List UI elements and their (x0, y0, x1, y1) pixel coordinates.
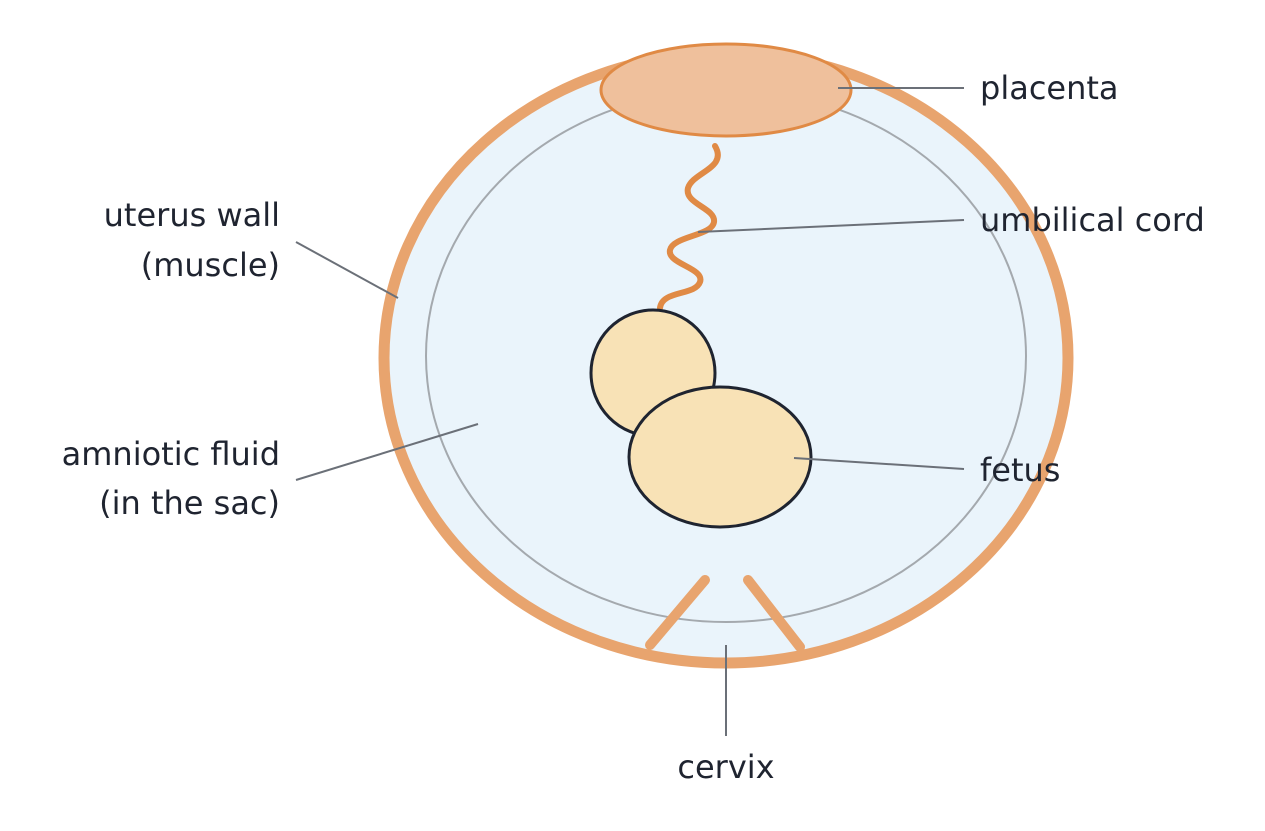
uterus-wall (378, 47, 1074, 669)
amniotic-fluid-label-line1: amniotic fluid (62, 435, 280, 473)
umbilical-cord (657, 143, 721, 311)
amniotic-fluid-leader (295, 423, 479, 481)
umbilical-cord-label: umbilical cord (980, 201, 1205, 239)
placenta-label: placenta (980, 69, 1119, 107)
umbilical-cord-leader (697, 219, 965, 233)
fetus-leader (793, 457, 965, 470)
cervix-right (743, 575, 805, 652)
fetus-label: fetus (980, 451, 1060, 489)
cervix-left (645, 575, 710, 650)
uterus-wall-label-line2: (muscle) (141, 246, 280, 284)
uterus-wall-label-line1: uterus wall (104, 196, 280, 234)
amniotic-fluid-label-line2: (in the sac) (99, 484, 280, 522)
uterus-wall-leader (295, 241, 399, 299)
placenta (599, 42, 853, 138)
fetus-body (627, 385, 813, 529)
cervix-label: cervix (677, 748, 774, 786)
